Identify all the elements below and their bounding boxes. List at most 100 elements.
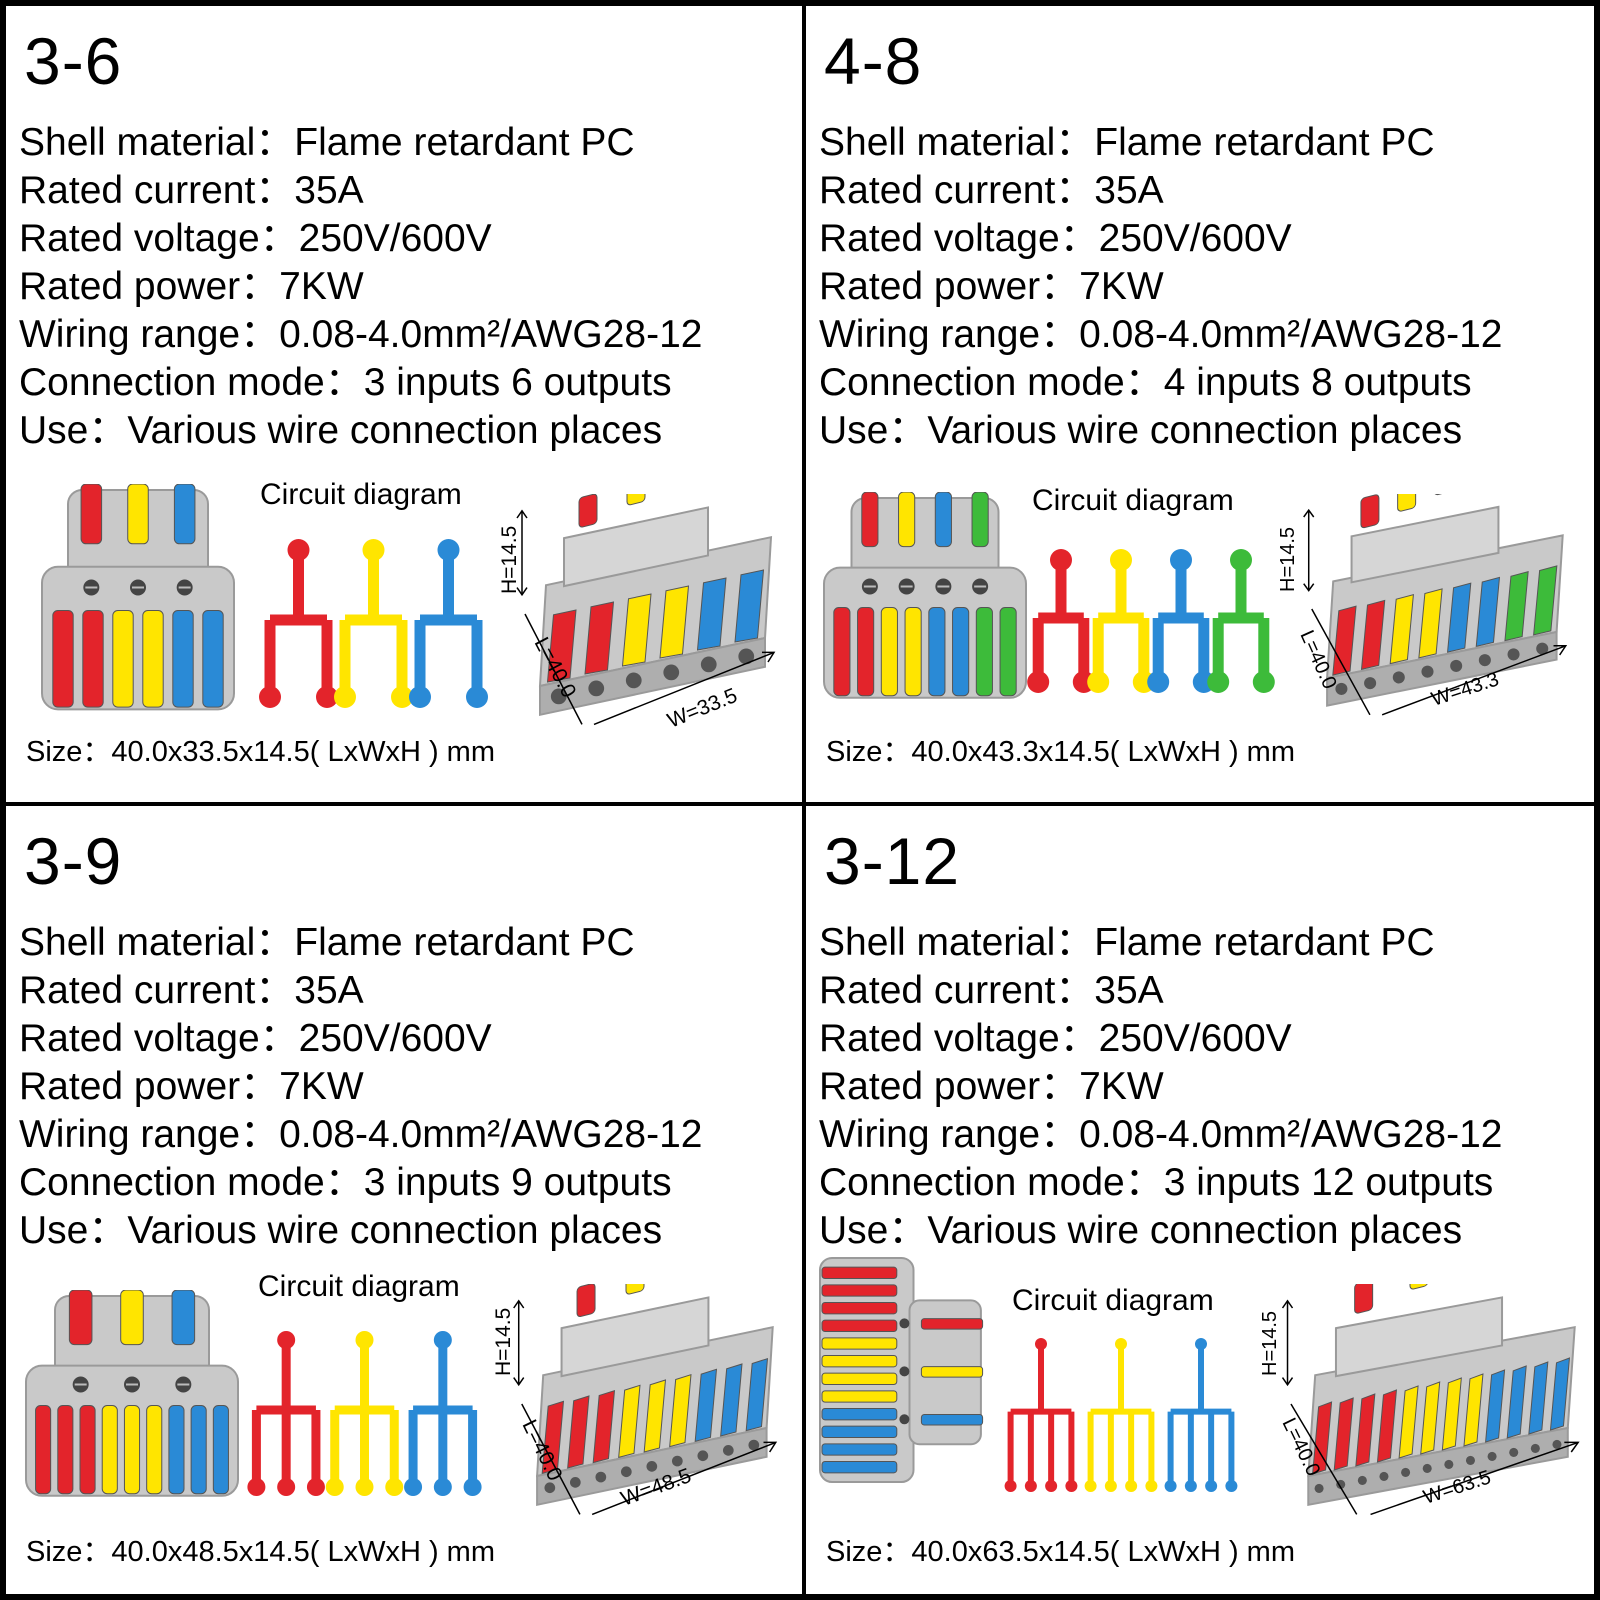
panel-3-12: 3-12 Shell material：Flame retardant PC R… xyxy=(806,806,1594,1594)
output-lever xyxy=(1389,593,1414,665)
circuit-group-yellow xyxy=(325,1331,404,1496)
wire-port xyxy=(1509,1447,1519,1457)
output-lever xyxy=(1420,1381,1441,1455)
dim-height-label: H=14.5 xyxy=(492,1308,515,1376)
output-lever xyxy=(202,610,224,708)
wire-port xyxy=(620,1466,632,1478)
dim-length-arrow xyxy=(521,1403,581,1515)
arrowhead xyxy=(762,651,776,663)
upper-block xyxy=(563,506,709,588)
size-text: Size：40.0x33.5x14.5( LxWxH ) mm xyxy=(26,736,495,768)
housing-front xyxy=(1326,630,1558,707)
spec-connection-mode: Connection mode：4 inputs 8 outputs xyxy=(819,361,1472,404)
size-text: Size：40.0x63.5x14.5( LxWxH ) mm xyxy=(826,1536,1295,1568)
panel-4-8: 4-8 Shell material：Flame retardant PC Ra… xyxy=(806,6,1594,802)
connector-iso-photo: H=14.5 L=40.0 W=48.5 xyxy=(492,1284,778,1516)
spec-shell-material: Shell material：Flame retardant PC xyxy=(19,121,635,164)
wire-port xyxy=(595,1471,607,1483)
output-lever xyxy=(821,1319,898,1332)
circuit-group-blue xyxy=(409,539,488,708)
circuit-diagram-title: Circuit diagram xyxy=(258,1270,460,1303)
output-lever xyxy=(821,1390,898,1403)
output-terminal xyxy=(316,686,338,708)
wire-port xyxy=(1357,1475,1367,1485)
dim-width-arrow xyxy=(1381,645,1567,716)
circuit-diagram xyxy=(1027,549,1275,693)
output-lever xyxy=(821,1372,898,1385)
output-lever xyxy=(821,1302,898,1315)
wire-port xyxy=(1507,648,1520,661)
wire-port xyxy=(1530,1443,1540,1453)
spec-rated-voltage: Rated voltage：250V/600V xyxy=(19,217,492,260)
output-lever xyxy=(821,1425,898,1438)
output-lever xyxy=(1398,1385,1419,1459)
output-lever xyxy=(999,607,1017,697)
wire-port xyxy=(550,688,567,705)
circuit-diagram-title: Circuit diagram xyxy=(260,478,462,511)
wire-port xyxy=(1536,642,1549,655)
wire-port xyxy=(1335,682,1348,695)
spec-shell-material: Shell material：Flame retardant PC xyxy=(819,121,1435,164)
housing-front xyxy=(1307,1426,1569,1507)
output-lever xyxy=(1333,1397,1354,1471)
wire-port xyxy=(748,1439,760,1451)
arrowhead xyxy=(1281,1377,1294,1387)
output-terminal xyxy=(433,1478,452,1496)
screw-hole xyxy=(899,1366,910,1377)
input-terminal xyxy=(433,1331,452,1349)
output-lever xyxy=(1312,1401,1333,1475)
input-terminal xyxy=(1230,549,1252,571)
output-terminal xyxy=(1104,1480,1117,1492)
arrowhead xyxy=(513,1377,525,1387)
input-terminal xyxy=(437,539,460,561)
spec-list: Shell material：Flame retardant PC Rated … xyxy=(19,119,702,455)
size-text: Size：40.0x43.3x14.5( LxWxH ) mm xyxy=(826,736,1295,768)
arrowhead xyxy=(516,509,528,519)
output-terminal xyxy=(463,1478,482,1496)
dim-length-arrow xyxy=(1290,1403,1358,1515)
arrowhead xyxy=(1303,508,1315,518)
wire-port xyxy=(738,648,755,665)
spec-wiring-range: Wiring range：0.08-4.0mm²/AWG28-12 xyxy=(819,1113,1503,1156)
output-lever xyxy=(720,1363,743,1437)
upper-block xyxy=(1350,505,1500,584)
spec-rated-power: Rated power：7KW xyxy=(819,265,1164,308)
output-terminal xyxy=(1147,671,1170,693)
wire-port xyxy=(646,1461,658,1472)
input-terminal xyxy=(1195,1338,1207,1350)
input-lever-red xyxy=(1360,494,1380,529)
wire-port xyxy=(1392,671,1405,684)
spec-use: Use：Various wire connection places xyxy=(19,409,663,452)
input-lever-blue xyxy=(920,1414,984,1426)
output-terminal xyxy=(1205,1480,1218,1492)
output-terminal xyxy=(1065,1480,1078,1492)
input-terminal xyxy=(355,1331,374,1349)
output-lever xyxy=(168,1405,185,1495)
wire-port xyxy=(544,1482,556,1494)
output-lever xyxy=(904,607,922,697)
output-terminal xyxy=(1084,1480,1097,1492)
input-lever-blue xyxy=(173,484,196,545)
connector-iso-photo: H=14.5 L=40.0 W=43.3 xyxy=(1277,494,1568,716)
spec-rated-power: Rated power：7KW xyxy=(19,1065,364,1108)
output-lever xyxy=(1418,588,1443,659)
input-lever-blue xyxy=(171,1290,196,1346)
output-lever xyxy=(146,1405,163,1495)
output-terminal xyxy=(1045,1480,1058,1492)
output-lever xyxy=(541,1400,565,1474)
wire-port xyxy=(1421,665,1434,678)
output-lever xyxy=(1355,1393,1376,1467)
output-lever xyxy=(821,1443,898,1456)
wire-port xyxy=(1379,1471,1389,1481)
wire-port xyxy=(1478,654,1491,667)
circuit-group-blue xyxy=(1164,1338,1238,1492)
spec-wiring-range: Wiring range：0.08-4.0mm²/AWG28-12 xyxy=(19,1113,703,1156)
output-lever xyxy=(1463,1373,1484,1447)
spec-rated-current: Rated current：35A xyxy=(819,969,1164,1012)
spec-wiring-range: Wiring range：0.08-4.0mm²/AWG28-12 xyxy=(819,313,1503,356)
input-terminal xyxy=(1035,1338,1047,1350)
output-lever xyxy=(584,601,615,675)
dim-height-label: H=14.5 xyxy=(1259,1311,1281,1376)
output-lever xyxy=(694,1368,718,1442)
